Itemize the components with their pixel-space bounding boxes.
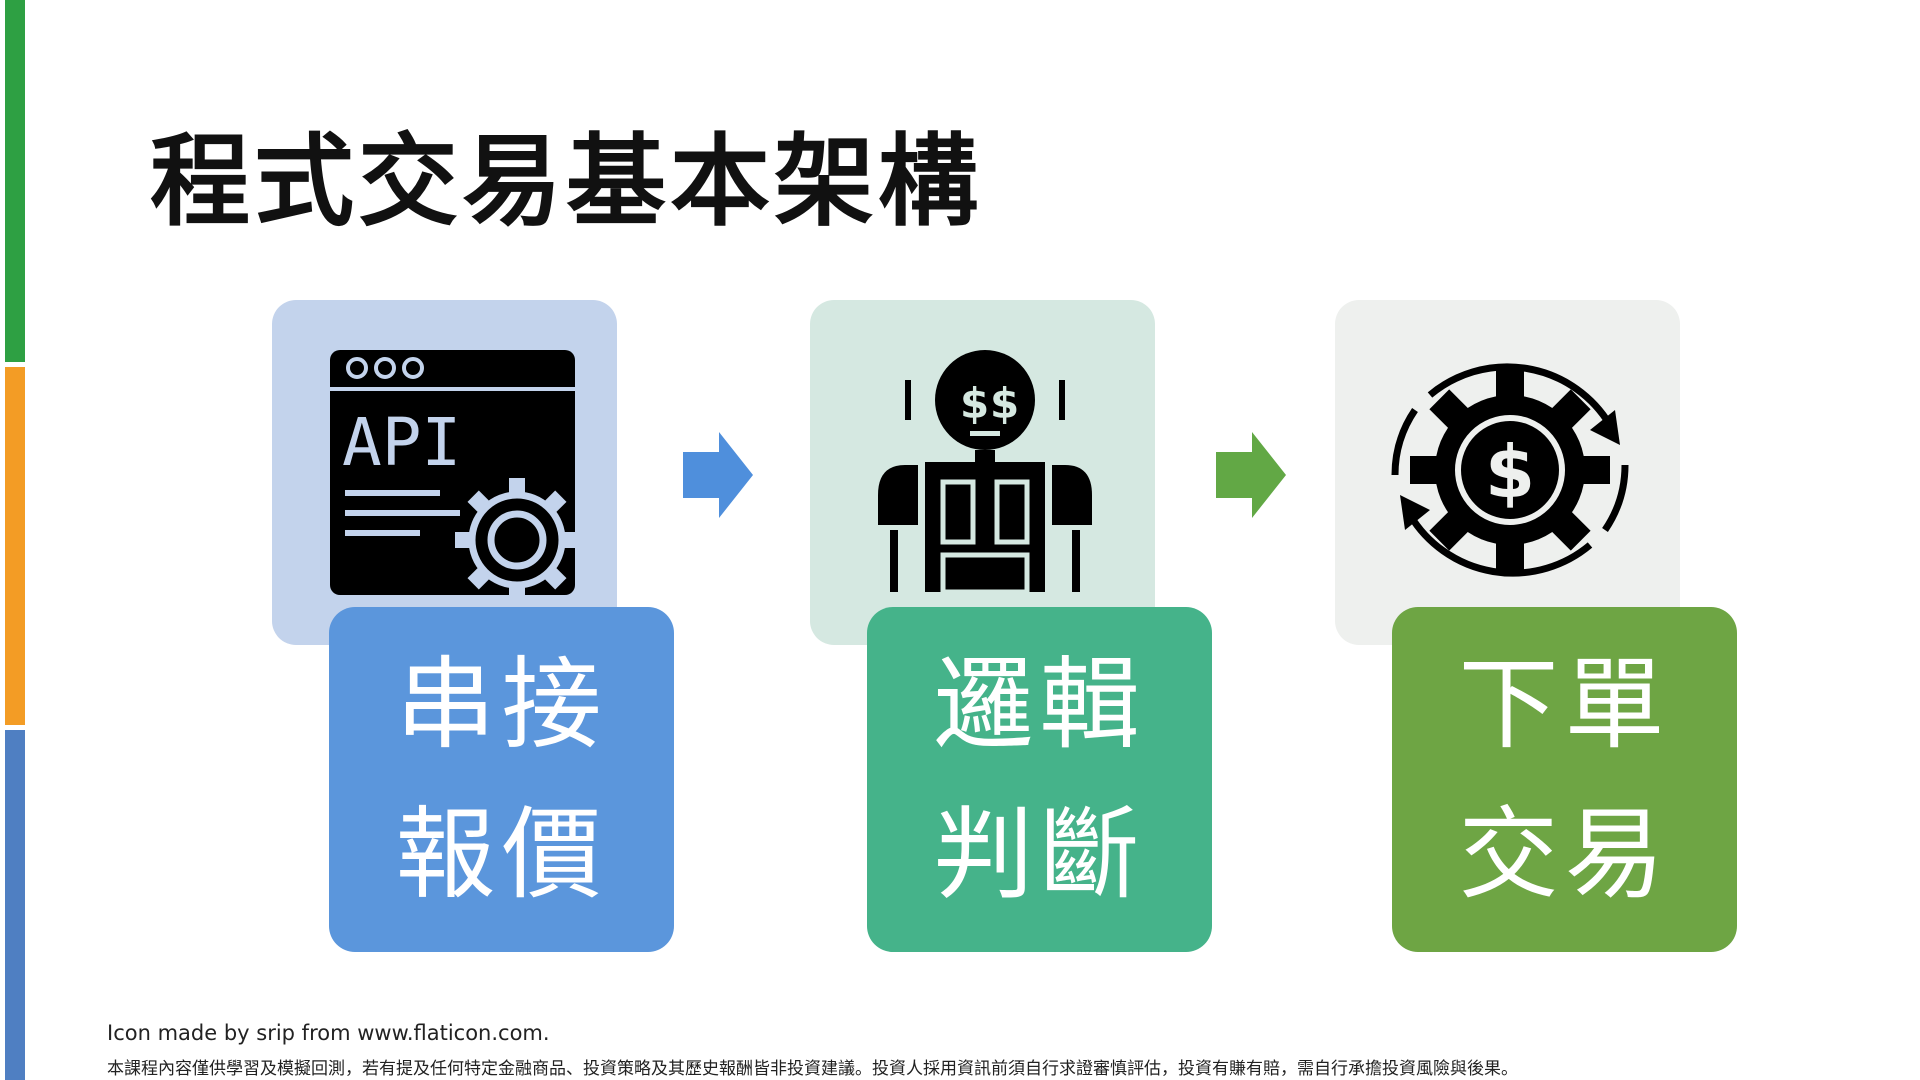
svg-text:API: API	[342, 404, 461, 481]
step-label-box: 串接 報價	[329, 607, 674, 952]
svg-text:$: $	[960, 379, 989, 428]
slide-title: 程式交易基本架構	[150, 123, 982, 240]
step-label-line2: 報價	[395, 795, 608, 913]
accent-bar-green	[5, 0, 25, 362]
icon-panel: $ $	[810, 300, 1155, 645]
step-card-logic: $ $ 邏輯 判斷	[810, 300, 1235, 955]
step-label-line1: 串接	[395, 645, 608, 763]
icon-panel: $	[1335, 300, 1680, 645]
api-window-gear-icon: API	[330, 350, 579, 602]
icon-panel: API	[272, 300, 617, 645]
arrow-right-icon	[1216, 432, 1286, 518]
accent-bar-blue	[5, 730, 25, 1080]
step-card-order: $ 下單 交易	[1335, 300, 1760, 955]
step-label-line2: 判斷	[933, 795, 1146, 913]
step-label-line1: 下單	[1458, 645, 1671, 763]
step-label-line1: 邏輯	[933, 645, 1146, 763]
arrow-right-icon	[683, 432, 753, 518]
robot-dollar-icon: $ $	[878, 350, 1092, 595]
step-card-quote: API 串接 報價	[272, 300, 697, 955]
disclaimer-text: 本課程內容僅供學習及模擬回測，若有提及任何特定金融商品、投資策略及其歷史報酬皆非…	[107, 1059, 1518, 1079]
gear-dollar-cycle-icon: $	[1391, 363, 1629, 577]
accent-bar-orange	[5, 367, 25, 725]
svg-text:$: $	[1485, 430, 1535, 514]
svg-text:$: $	[990, 379, 1019, 428]
step-label-box: 下單 交易	[1392, 607, 1737, 952]
step-label-line2: 交易	[1458, 795, 1671, 913]
icon-attribution: Icon made by srip from www.flaticon.com.	[107, 1021, 550, 1045]
step-label-box: 邏輯 判斷	[867, 607, 1212, 952]
